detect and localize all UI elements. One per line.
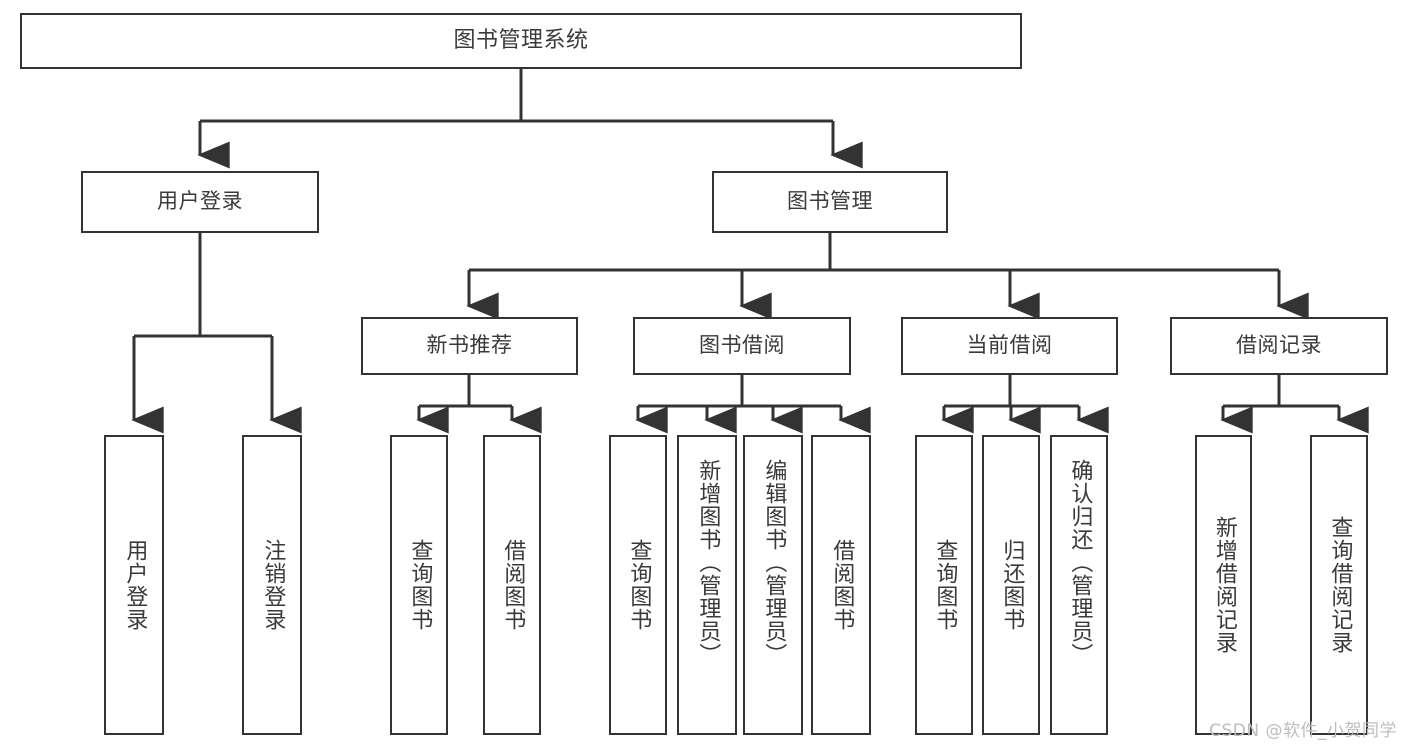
leaf-add-book[interactable]: 新增图书（管理员） — [677, 435, 737, 735]
leaf-borrow-book-recommend[interactable]: 借阅图书 — [483, 435, 541, 735]
node-root-system[interactable]: 图书管理系统 — [20, 13, 1022, 69]
leaf-return-book[interactable]: 归还图书 — [982, 435, 1040, 735]
node-borrow-record[interactable]: 借阅记录 — [1170, 317, 1388, 375]
leaf-add-borrow-record[interactable]: 新增借阅记录 — [1195, 435, 1252, 735]
leaf-query-book-current[interactable]: 查询图书 — [915, 435, 973, 735]
leaf-query-book-borrow[interactable]: 查询图书 — [609, 435, 667, 735]
leaf-confirm-return[interactable]: 确认归还（管理员） — [1050, 435, 1108, 735]
leaf-edit-book[interactable]: 编辑图书（管理员） — [743, 435, 803, 735]
watermark-credit: CSDN @软件_小贺同学 — [1209, 721, 1397, 741]
leaf-query-book-recommend[interactable]: 查询图书 — [390, 435, 448, 735]
leaf-user-login[interactable]: 用户登录 — [104, 435, 164, 735]
node-book-management[interactable]: 图书管理 — [712, 171, 948, 233]
leaf-query-borrow-record[interactable]: 查询借阅记录 — [1310, 435, 1368, 735]
node-book-borrow[interactable]: 图书借阅 — [633, 317, 851, 375]
node-current-borrow[interactable]: 当前借阅 — [901, 317, 1118, 375]
node-new-book-recommend[interactable]: 新书推荐 — [361, 317, 578, 375]
node-user-login[interactable]: 用户登录 — [81, 171, 319, 233]
leaf-logout-login[interactable]: 注销登录 — [242, 435, 302, 735]
leaf-borrow-book[interactable]: 借阅图书 — [811, 435, 871, 735]
